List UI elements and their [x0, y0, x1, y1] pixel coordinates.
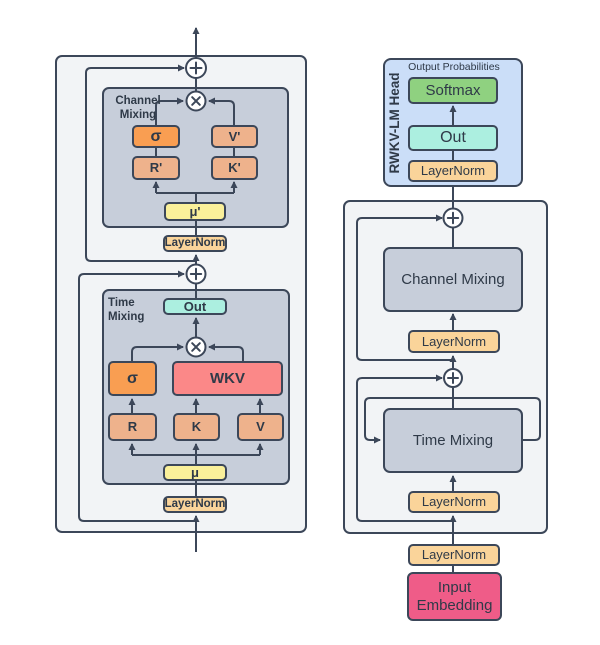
input-embedding-box: Input Embedding	[407, 572, 502, 621]
out-box-left: Out	[163, 298, 227, 315]
wire-vprime-to-mult	[208, 97, 235, 125]
right-time-skip	[356, 374, 453, 522]
k-prime-box: K'	[211, 156, 258, 180]
v-box: V	[237, 413, 284, 441]
add-operator-top-right	[442, 207, 464, 229]
k-box: K	[173, 413, 220, 441]
time-mixing-label: Time Mixing	[108, 297, 145, 324]
head-title: RWKV-LM Head	[387, 72, 402, 174]
v-prime-box: V'	[211, 125, 258, 148]
output-probabilities-label: Output Probabilities	[408, 61, 500, 73]
add-operator-mid-left	[185, 263, 207, 285]
layernorm-input: LayerNorm	[408, 544, 500, 566]
time-mixing-box: Time Mixing	[383, 408, 523, 473]
left-channel-skip	[85, 64, 196, 262]
layernorm-channel-right: LayerNorm	[408, 330, 500, 353]
sigma-prime-box: σ	[132, 125, 180, 148]
layernorm-head: LayerNorm	[408, 160, 498, 182]
add-operator-bottom-right	[443, 368, 463, 388]
recurrence-loop-right	[523, 397, 541, 441]
layernorm-channel-left: LayerNorm	[163, 235, 227, 252]
recurrence-loop-left	[364, 397, 535, 444]
mu-prime-box: μ'	[164, 202, 226, 221]
right-channel-skip	[356, 214, 453, 361]
left-time-skip	[78, 270, 196, 522]
layernorm-time-right: LayerNorm	[408, 491, 500, 513]
mu-box: μ	[163, 464, 227, 481]
channel-mixing-box: Channel Mixing	[383, 247, 523, 312]
wkv-box: WKV	[172, 361, 283, 396]
out-box-head: Out	[408, 125, 498, 151]
r-prime-box: R'	[132, 156, 180, 180]
channel-mixing-label: Channel Mixing	[115, 95, 161, 122]
softmax-box: Softmax	[408, 77, 498, 104]
wire-sigmaprime-to-mult	[155, 97, 184, 125]
layernorm-time-left: LayerNorm	[163, 496, 227, 513]
wire-wkv-to-mult-time	[208, 343, 244, 361]
r-box: R	[108, 413, 157, 441]
add-operator-top-left	[185, 57, 207, 79]
wire-sigma-to-mult-time	[131, 343, 184, 361]
multiply-operator-channel	[185, 90, 207, 112]
multiply-operator-time	[185, 336, 207, 358]
sigma-time-box: σ	[108, 361, 157, 396]
